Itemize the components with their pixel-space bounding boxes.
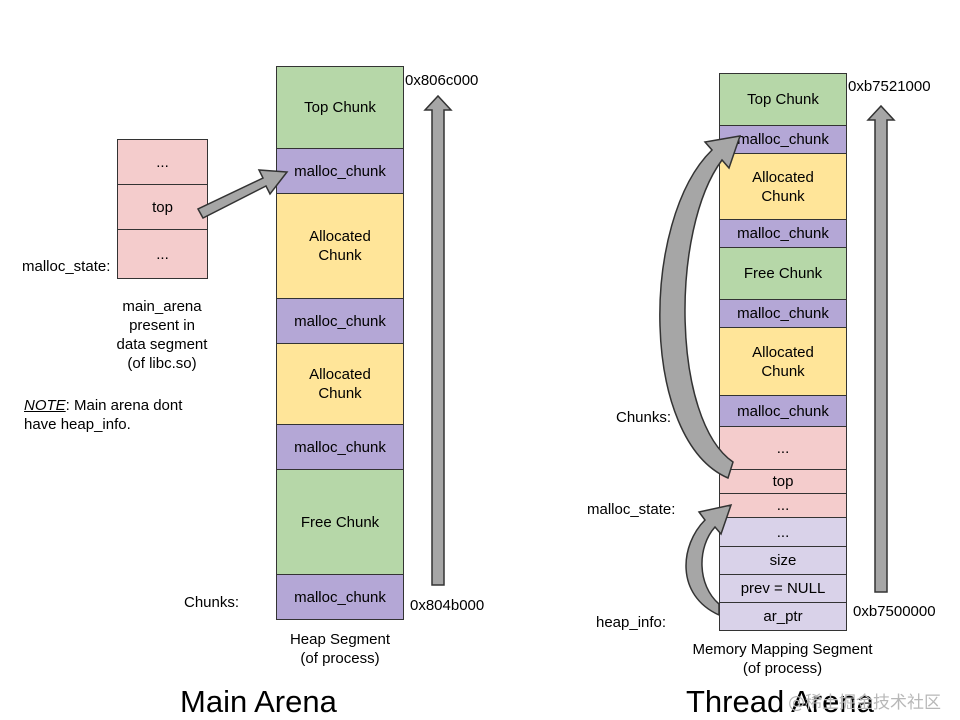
note-prefix: NOTE: [24, 397, 66, 414]
thread-top-pointer-arrow: [659, 135, 742, 480]
main-malloc-state-label: malloc_state:: [22, 258, 111, 275]
thread-segment-label: Memory Mapping Segment: [692, 641, 873, 658]
main-malloc-chunk: malloc_chunk: [276, 298, 404, 344]
thread-allocated-chunk: Allocated Chunk: [719, 327, 847, 396]
thread-block-9-label: top: [772, 473, 794, 490]
main-addr-high: 0x806c000: [405, 72, 479, 89]
thread-block-2-label: Allocated Chunk: [752, 168, 814, 205]
thread-malloc-chunk: malloc_chunk: [719, 125, 847, 154]
note-line-2: have heap_info.: [24, 416, 131, 433]
main-arena-title: Main Arena: [180, 684, 337, 719]
main-chunks-label: Chunks:: [184, 594, 240, 611]
thread-addr-low: 0xb7500000: [853, 603, 936, 620]
thread-heap-info-ar-ptr: ar_ptr: [719, 602, 847, 631]
main-segment-sub: (of process): [300, 650, 380, 667]
thread-block-7-label: malloc_chunk: [737, 402, 829, 420]
thread-state-cell: ...: [719, 493, 847, 518]
thread-heap-info-cell: ...: [719, 517, 847, 547]
thread-block-10-label: ...: [776, 497, 790, 514]
thread-malloc-chunk: malloc_chunk: [719, 219, 847, 248]
thread-addr-high: 0xb7521000: [848, 78, 931, 95]
thread-arena-title: Thread Arena: [686, 684, 874, 719]
main-block-2-label: Allocated Chunk: [309, 228, 371, 264]
main-block-4-label: Allocated Chunk: [309, 366, 371, 402]
thread-top-chunk: Top Chunk: [719, 73, 847, 126]
main-growth-arrow: [423, 94, 453, 586]
thread-malloc-chunk: malloc_chunk: [719, 299, 847, 328]
thread-heap-info-prev: prev = NULL: [719, 574, 847, 603]
main-malloc-chunk: malloc_chunk: [276, 574, 404, 620]
main-arena-desc-line-3: data segment: [116, 336, 208, 353]
main-arena-desc-line-4: (of libc.so): [127, 355, 197, 372]
main-state-cell-0-label: ...: [156, 153, 169, 171]
main-block-6-label: Free Chunk: [300, 513, 380, 531]
main-block-3-label: malloc_chunk: [294, 312, 386, 330]
main-malloc-chunk: malloc_chunk: [276, 424, 404, 470]
thread-heap-info-label: heap_info:: [596, 614, 667, 631]
watermark: @稀土掘金技术社区: [788, 693, 941, 713]
main-allocated-chunk: Allocated Chunk: [276, 193, 404, 299]
thread-block-11-label: ...: [776, 523, 790, 541]
thread-block-13-label: prev = NULL: [740, 580, 826, 597]
main-state-cell-2: ...: [117, 229, 208, 279]
main-arena-description: main_arena present in data segment (of l…: [102, 297, 222, 373]
main-block-7-label: malloc_chunk: [294, 588, 386, 606]
thread-block-3-label: malloc_chunk: [737, 225, 829, 242]
thread-segment-sub: (of process): [742, 660, 823, 677]
main-arena-note: NOTE: Main arena dont have heap_info.: [24, 396, 182, 434]
thread-allocated-chunk: Allocated Chunk: [719, 153, 847, 220]
thread-block-8-label: ...: [776, 439, 790, 457]
thread-block-4-label: Free Chunk: [743, 265, 823, 282]
thread-block-1-label: malloc_chunk: [737, 131, 829, 148]
main-segment-caption: Heap Segment (of process): [270, 630, 410, 668]
thread-block-0-label: Top Chunk: [747, 91, 819, 108]
main-state-cell-0: ...: [117, 139, 208, 185]
main-arena-desc-line-2: present in: [129, 317, 195, 334]
main-addr-low: 0x804b000: [410, 597, 485, 614]
thread-segment-caption: Memory Mapping Segment (of process): [680, 640, 885, 678]
thread-block-12-label: size: [769, 552, 797, 569]
main-block-5-label: malloc_chunk: [294, 438, 386, 456]
thread-block-5-label: malloc_chunk: [737, 305, 829, 322]
main-allocated-chunk: Allocated Chunk: [276, 343, 404, 425]
main-malloc-chunk: malloc_chunk: [276, 148, 404, 194]
main-block-0-label: Top Chunk: [304, 99, 376, 116]
main-segment-label: Heap Segment: [289, 631, 391, 648]
thread-ar-ptr-arrow: [685, 503, 733, 617]
thread-block-14-label: ar_ptr: [763, 608, 803, 625]
thread-malloc-chunk: malloc_chunk: [719, 395, 847, 427]
thread-malloc-state-label: malloc_state:: [587, 501, 676, 518]
main-top-chunk: Top Chunk: [276, 66, 404, 149]
thread-state-cell: ...: [719, 426, 847, 470]
thread-state-cell-top: top: [719, 469, 847, 494]
main-state-cell-2-label: ...: [156, 245, 169, 263]
main-top-pointer-arrow: [196, 169, 289, 219]
main-block-1-label: malloc_chunk: [294, 162, 386, 180]
thread-block-6-label: Allocated Chunk: [752, 343, 814, 380]
main-state-cell-1-label: top: [152, 198, 173, 216]
note-line-1: : Main arena dont: [65, 397, 183, 414]
thread-growth-arrow: [866, 104, 896, 593]
main-arena-desc-line-1: main_arena: [122, 298, 202, 315]
thread-chunks-label: Chunks:: [616, 409, 672, 426]
